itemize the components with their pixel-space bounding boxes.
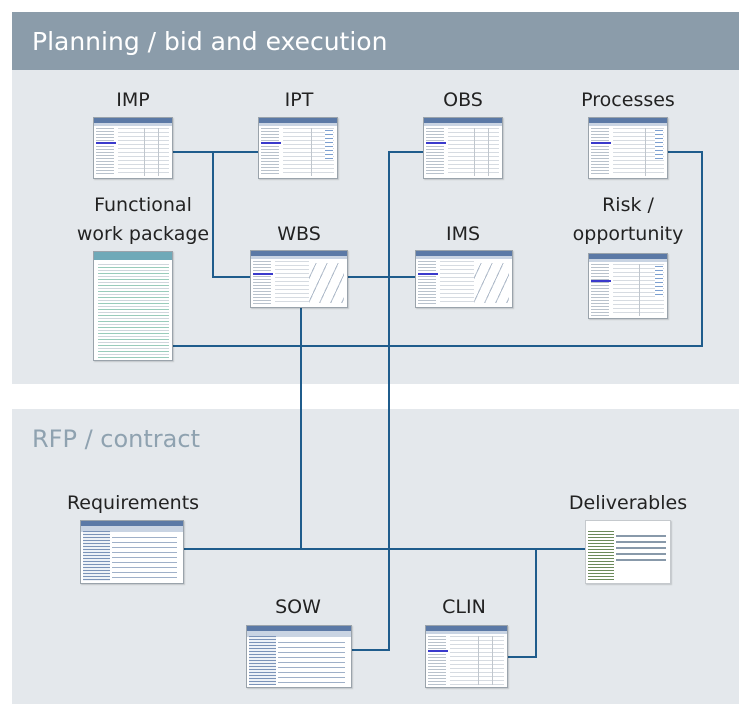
connector-obs-sow xyxy=(352,151,423,651)
connector-wbs-requirements-deliverables xyxy=(184,308,585,550)
imp-screenshot-thumbnail xyxy=(93,117,173,179)
wbs-screenshot-thumbnail xyxy=(250,250,348,308)
connector-functional-processes xyxy=(172,151,703,347)
contract-section-title: RFP / contract xyxy=(32,425,200,453)
connector-imp-ipt-wbs xyxy=(172,151,258,278)
processes-screenshot-thumbnail xyxy=(588,117,668,179)
requirements-screenshot-thumbnail xyxy=(80,520,184,584)
header-title: Planning / bid and execution xyxy=(32,27,388,56)
label-deliverables: Deliverables xyxy=(568,492,688,514)
ims-screenshot-thumbnail xyxy=(415,250,513,308)
obs-screenshot-thumbnail xyxy=(423,117,503,179)
label-ipt: IPT xyxy=(284,89,314,111)
ipt-screenshot-thumbnail xyxy=(258,117,338,179)
label-requirements: Requirements xyxy=(66,492,200,514)
label-processes: Processes xyxy=(581,89,675,111)
label-obs: OBS xyxy=(443,89,483,111)
functional-work-package-thumbnail xyxy=(93,251,173,361)
label-wbs: WBS xyxy=(277,223,321,245)
label-clin: CLIN xyxy=(442,596,486,618)
connector-clin-deliverables xyxy=(508,549,537,658)
sow-screenshot-thumbnail xyxy=(246,625,352,688)
label-risk-opportunity: Risk / opportunity xyxy=(572,194,684,245)
clin-screenshot-thumbnail xyxy=(425,625,508,688)
label-ims: IMS xyxy=(445,223,481,245)
label-imp: IMP xyxy=(116,89,150,111)
label-sow: SOW xyxy=(275,596,321,618)
risk-opportunity-screenshot-thumbnail xyxy=(588,253,668,319)
label-functional-work-package: Functional work package xyxy=(76,194,210,245)
header-band xyxy=(12,12,739,70)
deliverables-screenshot-thumbnail xyxy=(585,520,671,584)
